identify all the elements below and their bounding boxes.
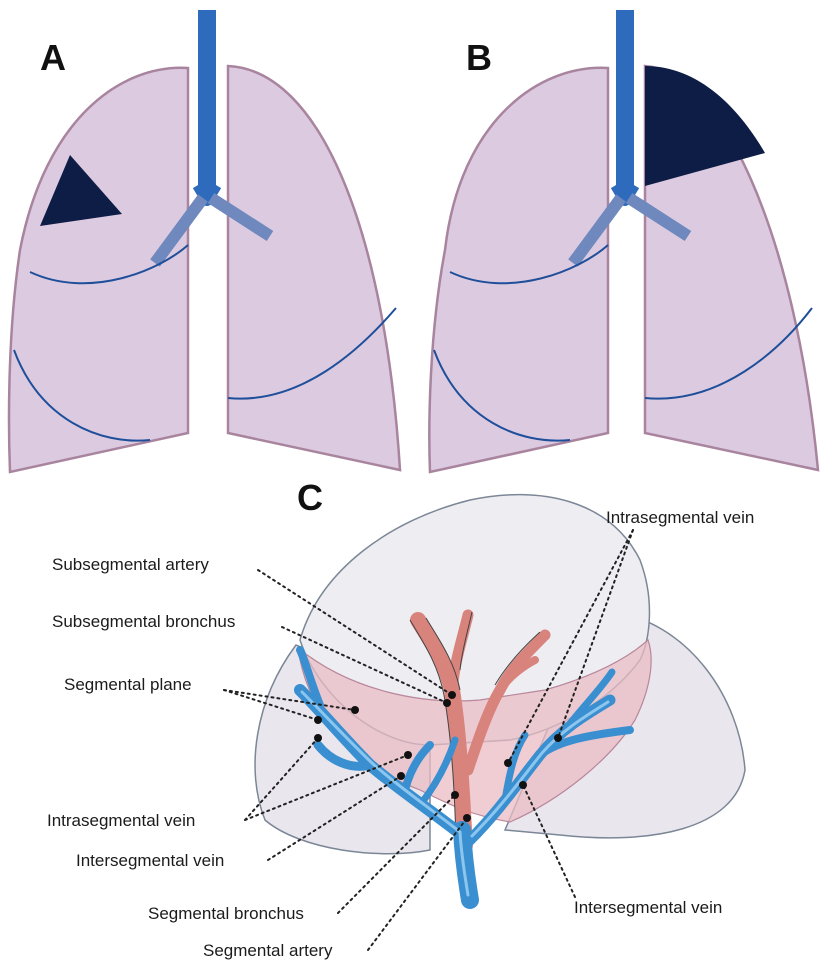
label-intrasegmental-vein-right: Intrasegmental vein xyxy=(606,508,754,527)
panel-c: C xyxy=(47,477,754,960)
label-segmental-artery: Segmental artery xyxy=(203,941,333,960)
panel-a-left-lung xyxy=(228,66,400,470)
label-subsegmental-artery: Subsegmental artery xyxy=(52,555,209,574)
label-subsegmental-bronchus: Subsegmental bronchus xyxy=(52,612,235,631)
panel-b-right-lung xyxy=(429,68,608,472)
label-segmental-plane: Segmental plane xyxy=(64,675,192,694)
panel-a-letter: A xyxy=(40,37,66,78)
panel-a-right-lung xyxy=(9,68,188,472)
panel-b: B xyxy=(429,10,818,472)
label-intersegmental-vein-left: Intersegmental vein xyxy=(76,851,224,870)
panel-c-letter: C xyxy=(297,477,323,518)
panel-b-letter: B xyxy=(466,37,492,78)
label-intrasegmental-vein-left: Intrasegmental vein xyxy=(47,811,195,830)
label-intersegmental-vein-right: Intersegmental vein xyxy=(574,898,722,917)
panel-a-trachea xyxy=(198,10,216,192)
panel-a: A xyxy=(9,10,400,472)
panel-b-trachea xyxy=(616,10,634,192)
label-segmental-bronchus: Segmental bronchus xyxy=(148,904,304,923)
